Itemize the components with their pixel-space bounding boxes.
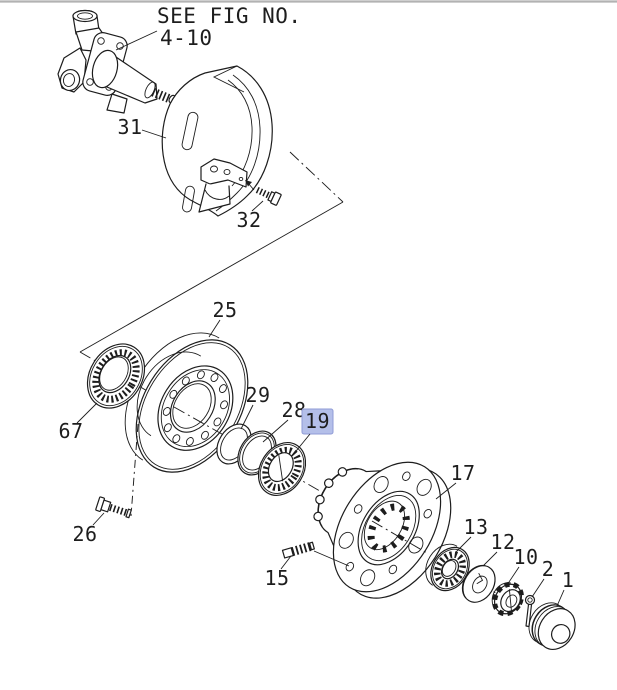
part-label-25[interactable]: 25 xyxy=(212,298,237,322)
part-label-29[interactable]: 29 xyxy=(245,383,270,407)
steering-knuckle-drawing xyxy=(57,9,176,114)
callout-2[interactable]: 2 xyxy=(531,557,555,598)
leader-2 xyxy=(531,578,545,598)
part-26-bolt xyxy=(95,496,132,519)
part-15-stud xyxy=(281,541,350,567)
leader-67 xyxy=(76,402,98,424)
center-axis-lines xyxy=(79,98,521,608)
part-label-2[interactable]: 2 xyxy=(542,557,555,581)
see-fig-text-line2: 4-10 xyxy=(160,26,213,50)
part-label-13[interactable]: 13 xyxy=(463,515,488,539)
callout-29[interactable]: 29 xyxy=(240,383,271,430)
leader-28 xyxy=(262,419,289,443)
part-label-32[interactable]: 32 xyxy=(236,208,261,232)
part-label-26[interactable]: 26 xyxy=(72,522,97,546)
leader-32 xyxy=(251,200,264,212)
part-67-bearing xyxy=(86,343,146,409)
part-17-hub xyxy=(313,461,452,599)
part-label-15[interactable]: 15 xyxy=(264,566,289,590)
part-label-1[interactable]: 1 xyxy=(562,568,575,592)
part-32-bolt xyxy=(245,180,282,206)
callout-1[interactable]: 1 xyxy=(556,568,575,607)
leader-1 xyxy=(556,589,565,607)
part-19-bearing xyxy=(257,442,307,496)
part-1-hub-cap xyxy=(528,602,576,650)
bolt-32-arrowhead xyxy=(245,180,252,187)
callout-10[interactable]: 10 xyxy=(506,545,539,586)
callout-32[interactable]: 32 xyxy=(236,200,264,232)
part-label-12[interactable]: 12 xyxy=(490,530,515,554)
see-fig-note: SEE FIG NO. 4-10 xyxy=(115,4,302,51)
leader-13 xyxy=(455,536,472,553)
callout-67[interactable]: 67 xyxy=(58,402,98,443)
callout-26[interactable]: 26 xyxy=(72,512,105,546)
part-12-washer xyxy=(461,564,496,603)
part-label-17[interactable]: 17 xyxy=(450,461,475,485)
leader-10 xyxy=(506,566,520,586)
part-10-lock-nut xyxy=(491,581,524,617)
leader-26 xyxy=(92,512,105,526)
leader-19 xyxy=(291,433,311,457)
part-label-19[interactable]: 19 xyxy=(305,409,330,433)
see-fig-leader-line xyxy=(115,30,158,51)
leader-17 xyxy=(435,482,457,500)
axis-through-rotor-bore xyxy=(173,406,230,439)
callout-25[interactable]: 25 xyxy=(208,298,238,338)
callout-12[interactable]: 12 xyxy=(482,530,516,567)
part-13-bearing xyxy=(425,543,470,592)
leader-12 xyxy=(482,551,498,567)
part-label-10[interactable]: 10 xyxy=(513,545,538,569)
callout-17[interactable]: 17 xyxy=(435,461,476,500)
leader-29 xyxy=(240,404,254,430)
part-callouts: 31 32 25 67 29 28 19 26 xyxy=(58,115,575,607)
leader-15 xyxy=(280,555,292,570)
callout-31[interactable]: 31 xyxy=(117,115,167,139)
stud-15-pointer-line xyxy=(313,550,350,567)
bolt-26-witness-line xyxy=(130,423,139,517)
part-label-31[interactable]: 31 xyxy=(117,115,142,139)
part-label-67[interactable]: 67 xyxy=(58,419,83,443)
part-31-splash-shield xyxy=(161,65,273,217)
leader-31 xyxy=(141,129,167,139)
see-fig-text-line1: SEE FIG NO. xyxy=(157,4,302,28)
callout-13[interactable]: 13 xyxy=(455,515,489,553)
leader-25 xyxy=(208,319,221,338)
part-2-cotter-pin xyxy=(524,594,536,628)
callout-15[interactable]: 15 xyxy=(264,555,292,590)
part-19-highlight-box[interactable] xyxy=(301,408,334,435)
callout-19-selected[interactable]: 19 xyxy=(291,408,334,457)
axis-through-hub-bore xyxy=(371,520,428,554)
